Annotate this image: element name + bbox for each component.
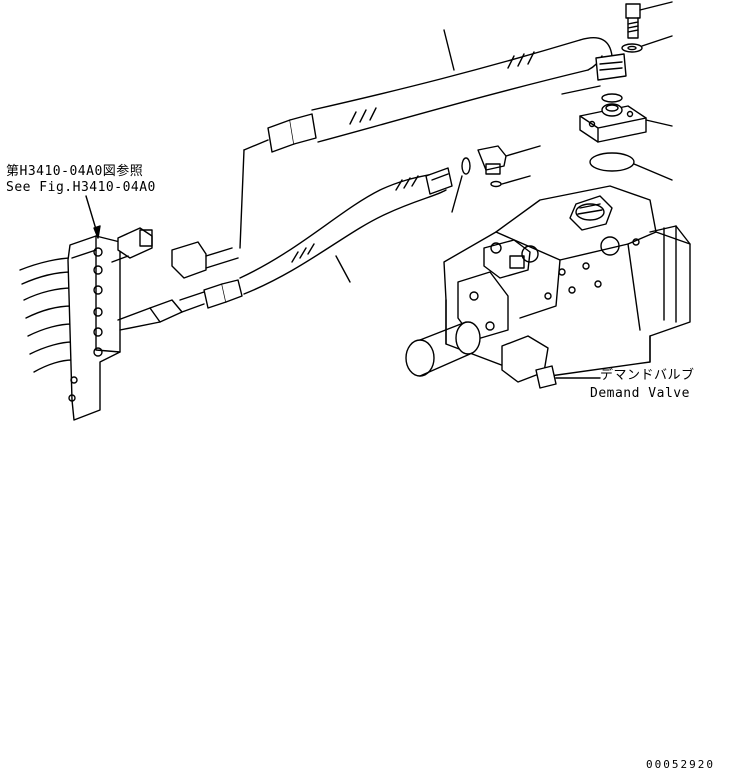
bolt bbox=[625, 1, 673, 39]
demand-valve-label-japanese: デマンドバルブ bbox=[600, 368, 695, 383]
lower-hose bbox=[117, 167, 453, 331]
figure-reference-japanese: 第H3410-04A0図参照 bbox=[6, 164, 144, 179]
o-ring-large bbox=[589, 152, 673, 181]
mounting-bracket bbox=[19, 235, 121, 421]
figure-reference-english: See Fig.H3410-04A0 bbox=[6, 180, 156, 195]
elbow-fitting bbox=[477, 145, 541, 175]
drawing-number: 00052920 bbox=[646, 758, 715, 771]
demand-valve bbox=[405, 185, 691, 389]
o-ring-elbow bbox=[490, 175, 531, 188]
split-flange bbox=[579, 103, 673, 143]
washer bbox=[621, 35, 673, 53]
o-ring-middle bbox=[451, 157, 471, 213]
o-ring-small-top bbox=[561, 85, 623, 103]
demand-valve-label-english: Demand Valve bbox=[590, 386, 690, 401]
reference-leader bbox=[85, 195, 101, 239]
upper-hose bbox=[111, 29, 627, 279]
